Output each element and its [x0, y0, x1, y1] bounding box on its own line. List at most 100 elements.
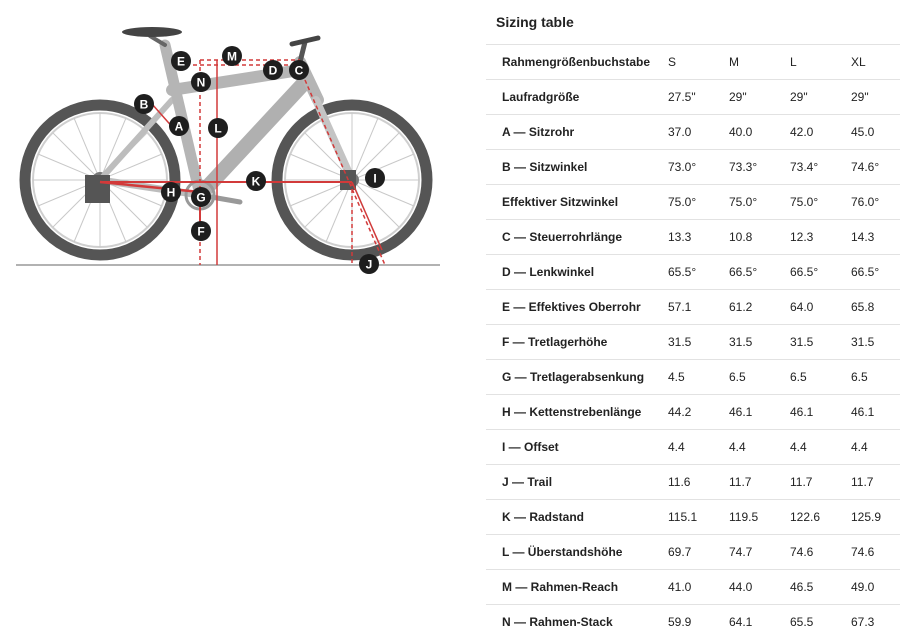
- size-value: 67.3: [851, 604, 900, 639]
- marker-label: D: [269, 64, 278, 78]
- size-value: 66.5°: [790, 254, 851, 290]
- size-value: 46.1: [729, 394, 790, 430]
- size-value: 74.6°: [851, 149, 900, 185]
- size-value: 11.7: [851, 464, 900, 500]
- marker-m: M: [222, 46, 242, 66]
- marker-label: M: [227, 50, 237, 64]
- row-label: I — Offset: [486, 429, 668, 465]
- marker-label: C: [295, 64, 304, 78]
- marker-label: B: [140, 98, 149, 112]
- marker-a: A: [169, 116, 189, 136]
- size-value: 14.3: [851, 219, 900, 255]
- row-label: K — Radstand: [486, 499, 668, 535]
- size-value: 119.5: [729, 499, 790, 535]
- size-value: 37.0: [668, 114, 729, 150]
- marker-label: A: [175, 120, 184, 134]
- row-label: B — Sitzwinkel: [486, 149, 668, 185]
- size-value: 73.4°: [790, 149, 851, 185]
- marker-label: J: [366, 258, 373, 272]
- size-value: 75.0°: [729, 184, 790, 220]
- size-value: 6.5: [729, 359, 790, 395]
- marker-c: C: [289, 60, 309, 80]
- size-value: 41.0: [668, 569, 729, 605]
- size-value: 31.5: [668, 324, 729, 360]
- marker-label: E: [177, 55, 185, 69]
- row-label: Effektiver Sitzwinkel: [486, 184, 668, 220]
- marker-l: L: [208, 118, 228, 138]
- marker-k: K: [246, 171, 266, 191]
- size-value: 46.1: [790, 394, 851, 430]
- marker-n: N: [191, 72, 211, 92]
- size-value: 31.5: [790, 324, 851, 360]
- row-label: D — Lenkwinkel: [486, 254, 668, 290]
- row-label: E — Effektives Oberrohr: [486, 289, 668, 325]
- size-value: 122.6: [790, 499, 851, 535]
- size-value: 11.7: [790, 464, 851, 500]
- size-value: L: [790, 44, 851, 80]
- size-value: 31.5: [851, 324, 900, 360]
- marker-label: F: [197, 225, 204, 239]
- row-label: N — Rahmen-Stack: [486, 604, 668, 639]
- size-value: 65.5: [790, 604, 851, 639]
- sizing-table-title: Sizing table: [496, 14, 574, 30]
- size-value: 66.5°: [851, 254, 900, 290]
- size-value: 13.3: [668, 219, 729, 255]
- size-value: 74.7: [729, 534, 790, 570]
- row-label: C — Steuerrohrlänge: [486, 219, 668, 255]
- size-value: M: [729, 44, 790, 80]
- row-label: F — Tretlagerhöhe: [486, 324, 668, 360]
- size-value: 29": [729, 79, 790, 115]
- size-value: 4.5: [668, 359, 729, 395]
- size-value: 64.1: [729, 604, 790, 639]
- size-value: 57.1: [668, 289, 729, 325]
- size-value: 115.1: [668, 499, 729, 535]
- size-value: XL: [851, 44, 900, 80]
- size-value: 6.5: [790, 359, 851, 395]
- row-label: J — Trail: [486, 464, 668, 500]
- marker-g: G: [191, 187, 211, 207]
- marker-label: G: [196, 191, 205, 205]
- size-value: 49.0: [851, 569, 900, 605]
- size-value: 65.8: [851, 289, 900, 325]
- row-label: A — Sitzrohr: [486, 114, 668, 150]
- row-label: Rahmengrößenbuchstabe: [486, 44, 668, 80]
- size-value: 10.8: [729, 219, 790, 255]
- size-value: 59.9: [668, 604, 729, 639]
- size-value: 6.5: [851, 359, 900, 395]
- size-value: 42.0: [790, 114, 851, 150]
- size-value: 44.0: [729, 569, 790, 605]
- size-value: 66.5°: [729, 254, 790, 290]
- size-value: 75.0°: [668, 184, 729, 220]
- size-value: 73.3°: [729, 149, 790, 185]
- size-value: 29": [851, 79, 900, 115]
- marker-b: B: [134, 94, 154, 114]
- size-value: 4.4: [851, 429, 900, 465]
- marker-d: D: [263, 60, 283, 80]
- marker-label: L: [214, 122, 221, 136]
- marker-e: E: [171, 51, 191, 71]
- size-value: 46.1: [851, 394, 900, 430]
- size-value: 64.0: [790, 289, 851, 325]
- row-label: H — Kettenstrebenlänge: [486, 394, 668, 430]
- size-value: 61.2: [729, 289, 790, 325]
- size-value: 74.6: [851, 534, 900, 570]
- marker-j: J: [359, 254, 379, 274]
- marker-i: I: [365, 168, 385, 188]
